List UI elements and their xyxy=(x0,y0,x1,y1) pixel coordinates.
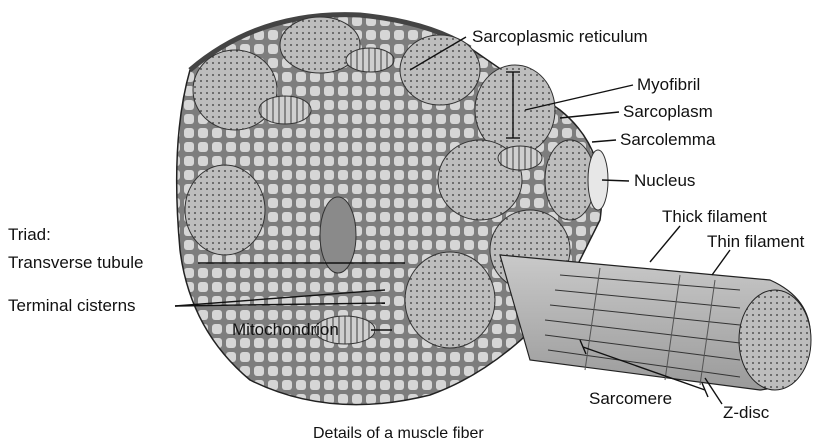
mitochondrion-shape xyxy=(259,96,311,124)
label-sarcoplasm: Sarcoplasm xyxy=(623,103,713,120)
label-z-disc: Z-disc xyxy=(723,404,769,421)
nucleus-shape xyxy=(320,197,356,273)
label-sarcolemma: Sarcolemma xyxy=(620,131,715,148)
label-sarcoplasmic-reticulum: Sarcoplasmic reticulum xyxy=(472,28,648,45)
mitochondrion-shape xyxy=(498,146,542,170)
myofibril-section xyxy=(400,35,480,105)
leader-thick-filament xyxy=(650,226,680,262)
label-transverse-tubule: Transverse tubule xyxy=(8,254,143,271)
label-thin-filament: Thin filament xyxy=(707,233,804,250)
leader-thin-filament xyxy=(712,250,730,275)
myofibril-end xyxy=(739,290,811,390)
myofibril-section xyxy=(405,252,495,348)
label-myofibril: Myofibril xyxy=(637,76,700,93)
leader-sarcoplasm xyxy=(560,112,619,118)
label-terminal-cisterns: Terminal cisterns xyxy=(8,297,136,314)
myofibril-section xyxy=(185,165,265,255)
label-mitochondrion: Mitochondrion xyxy=(232,321,339,338)
figure-caption: Details of a muscle fiber xyxy=(313,426,484,442)
mitochondrion-shape xyxy=(346,48,394,72)
leader-nucleus xyxy=(602,180,629,181)
label-triad: Triad: xyxy=(8,226,51,243)
label-nucleus: Nucleus xyxy=(634,172,695,189)
label-thick-filament: Thick filament xyxy=(662,208,767,225)
leader-sarcolemma xyxy=(592,140,616,142)
label-sarcomere: Sarcomere xyxy=(589,390,672,407)
